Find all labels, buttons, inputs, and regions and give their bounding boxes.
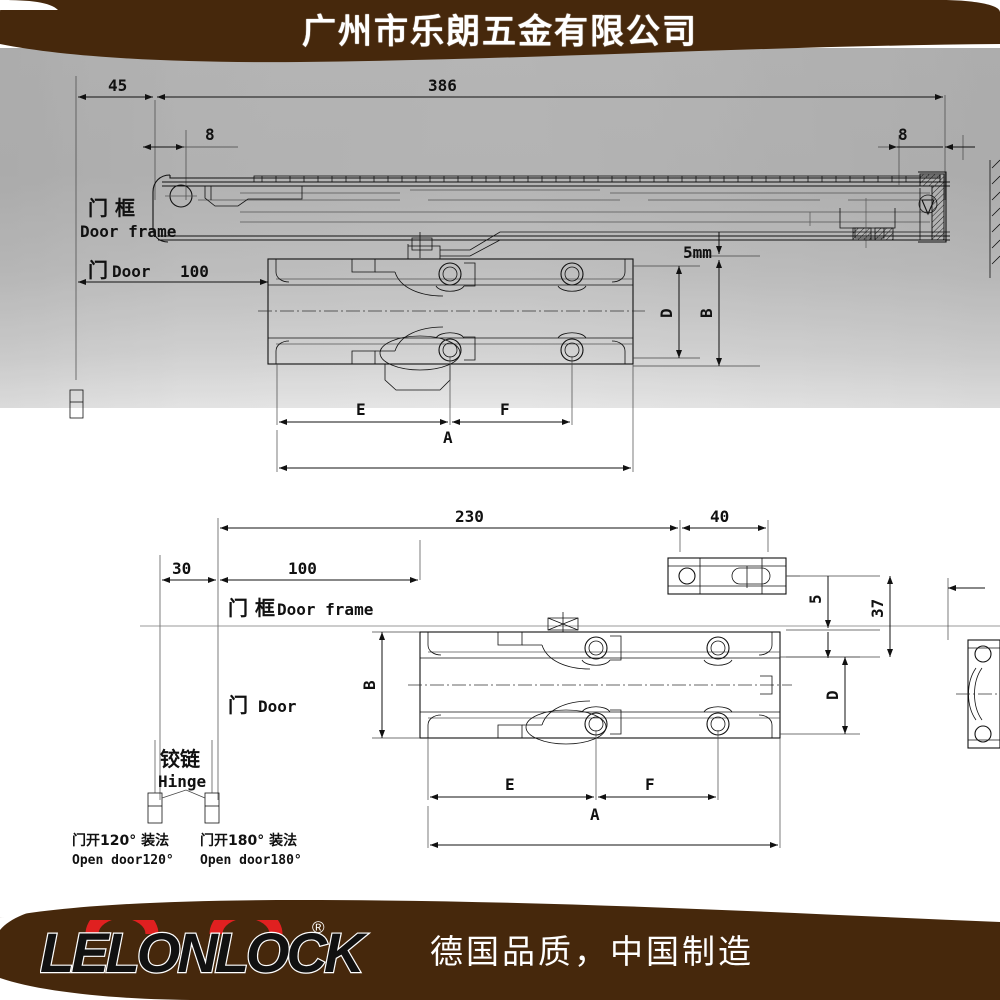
label-hinge-en: Hinge [158, 772, 206, 791]
dim-386: 386 [157, 76, 943, 100]
dim-D-top: D [633, 265, 700, 359]
install-note-180-en: Open door180° [200, 853, 302, 868]
dim-100-top: 100 [78, 262, 268, 285]
top-rail-assembly [152, 159, 1000, 278]
dim-230: 230 [220, 507, 678, 531]
dim-label-D-bottom: D [823, 690, 842, 700]
dim-E-top: E [279, 400, 448, 425]
dim-label-5: 5 [806, 594, 825, 604]
dim-label-100-top: 100 [180, 262, 209, 281]
dim-label-8-left: 8 [205, 125, 215, 144]
label-door-cn-bottom: 门 [228, 693, 248, 717]
dim-40: 40 [682, 507, 766, 531]
dim-5: 5 [806, 576, 831, 658]
dim-F-top: F [452, 400, 570, 425]
dim-30: 30 [162, 559, 216, 583]
dim-label-230: 230 [455, 507, 484, 526]
dim-label-E-bottom: E [505, 775, 515, 794]
footer-banner [0, 900, 1000, 1000]
dim-label-F-top: F [500, 400, 510, 419]
bottom-view-group: 230 40 30 100 门 框 Door frame 门 Door [72, 507, 1000, 868]
header-banner [0, 0, 1000, 70]
rail-end-cap [918, 171, 947, 243]
fastener-circles-top [435, 262, 587, 362]
rail-teeth [253, 175, 941, 183]
install-note-120-en: Open door120° [72, 853, 174, 868]
dim-8-left: 8 [143, 125, 238, 150]
dim-label-B-top: B [697, 308, 716, 318]
footer-slogan: 德国品质，中国制造 [430, 932, 754, 971]
mounting-bracket [667, 557, 800, 595]
dim-label-A-top: A [443, 428, 453, 447]
dim-A-bottom: A [430, 805, 778, 848]
dim-E-bottom: E [430, 775, 594, 800]
dim-F-bottom: F [598, 775, 716, 800]
dim-label-B-bottom: B [360, 680, 379, 690]
install-note-120-cn: 门开120° 装法 [72, 832, 169, 849]
background-gradient-overlay [0, 48, 1000, 408]
dim-45: 45 [78, 76, 153, 100]
dim-label-A-bottom: A [590, 805, 600, 824]
dim-label-40: 40 [710, 507, 729, 526]
label-door-frame-en-top: Door frame [80, 222, 176, 241]
side-view-part [947, 578, 1000, 749]
closer-body-bottom [408, 612, 792, 745]
brand-logo: LELONLOCK [39, 905, 400, 995]
dim-label-5mm: 5mm [683, 243, 712, 262]
label-door-cn-top: 门 [88, 258, 108, 282]
dim-label-E-top: E [356, 400, 366, 419]
dim-label-D-top: D [657, 308, 676, 318]
dim-37: 37 [868, 576, 893, 657]
install-note-180-cn: 门开180° 装法 [200, 832, 297, 849]
label-door-en-top: Door [112, 262, 151, 281]
company-title: 广州市乐朗五金有限公司 [302, 12, 698, 52]
dim-D-bottom: D [823, 657, 848, 734]
brand-logo-text: LELONLOCK [40, 921, 368, 984]
wall-hatch [989, 159, 1000, 278]
dim-label-37: 37 [868, 599, 887, 618]
hinge-group: 铰链 Hinge [147, 740, 220, 824]
dim-label-100-bottom: 100 [288, 559, 317, 578]
hinge-symbol-top [69, 389, 84, 419]
label-door-frame-cn-bottom: 门 框 [228, 596, 275, 620]
dim-5mm: 5mm [683, 232, 760, 262]
dim-label-F-bottom: F [645, 775, 655, 794]
closer-body-top [258, 231, 950, 391]
label-door-frame-en-bottom: Door frame [277, 600, 373, 619]
dim-B-top: B [633, 260, 760, 367]
dim-label-8-right: 8 [898, 125, 908, 144]
dim-B-bottom: B [360, 632, 385, 738]
dim-100-bottom: 100 [220, 559, 418, 583]
dim-8-right: 8 [878, 125, 975, 150]
label-door-frame-cn-top: 门 框 [88, 196, 135, 220]
label-hinge-cn: 铰链 [160, 747, 201, 771]
dim-A-top: A [279, 428, 631, 471]
dim-label-386: 386 [428, 76, 457, 95]
dim-label-30: 30 [172, 559, 191, 578]
label-door-en-bottom: Door [258, 697, 297, 716]
registered-trademark-icon: ® [312, 918, 325, 937]
top-view-group: 45 386 8 8 [69, 76, 1000, 472]
dim-label-45: 45 [108, 76, 127, 95]
